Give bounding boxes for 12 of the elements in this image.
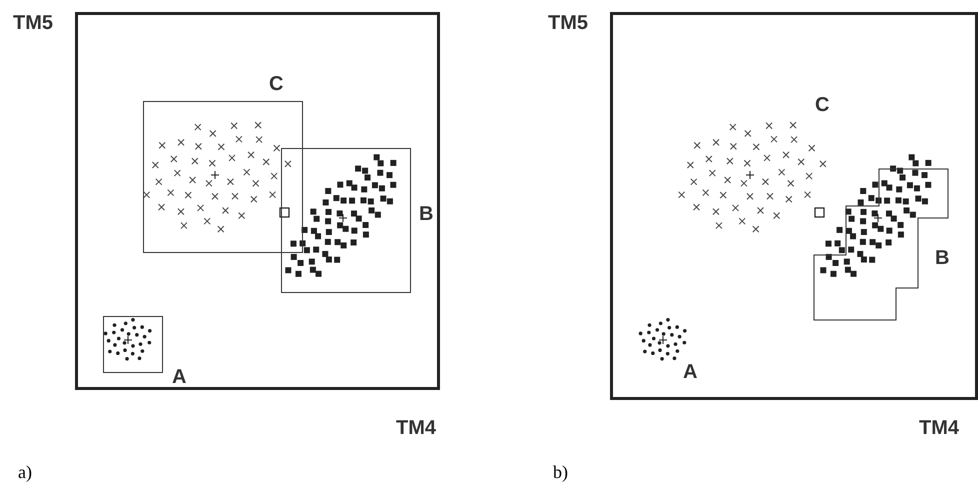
axis-label: TM5 — [548, 13, 588, 33]
panel-caption: a) — [18, 462, 32, 483]
axis-label: TM4 — [919, 418, 959, 438]
class-label: C — [269, 74, 284, 94]
class-label: B — [419, 204, 434, 224]
axis-label: TM4 — [396, 418, 436, 438]
panel-caption: b) — [553, 462, 568, 483]
class-label: C — [815, 95, 830, 115]
class-label: A — [172, 367, 186, 387]
class-label: A — [683, 362, 698, 382]
class-label: B — [935, 248, 950, 268]
axis-label: TM5 — [13, 13, 53, 33]
